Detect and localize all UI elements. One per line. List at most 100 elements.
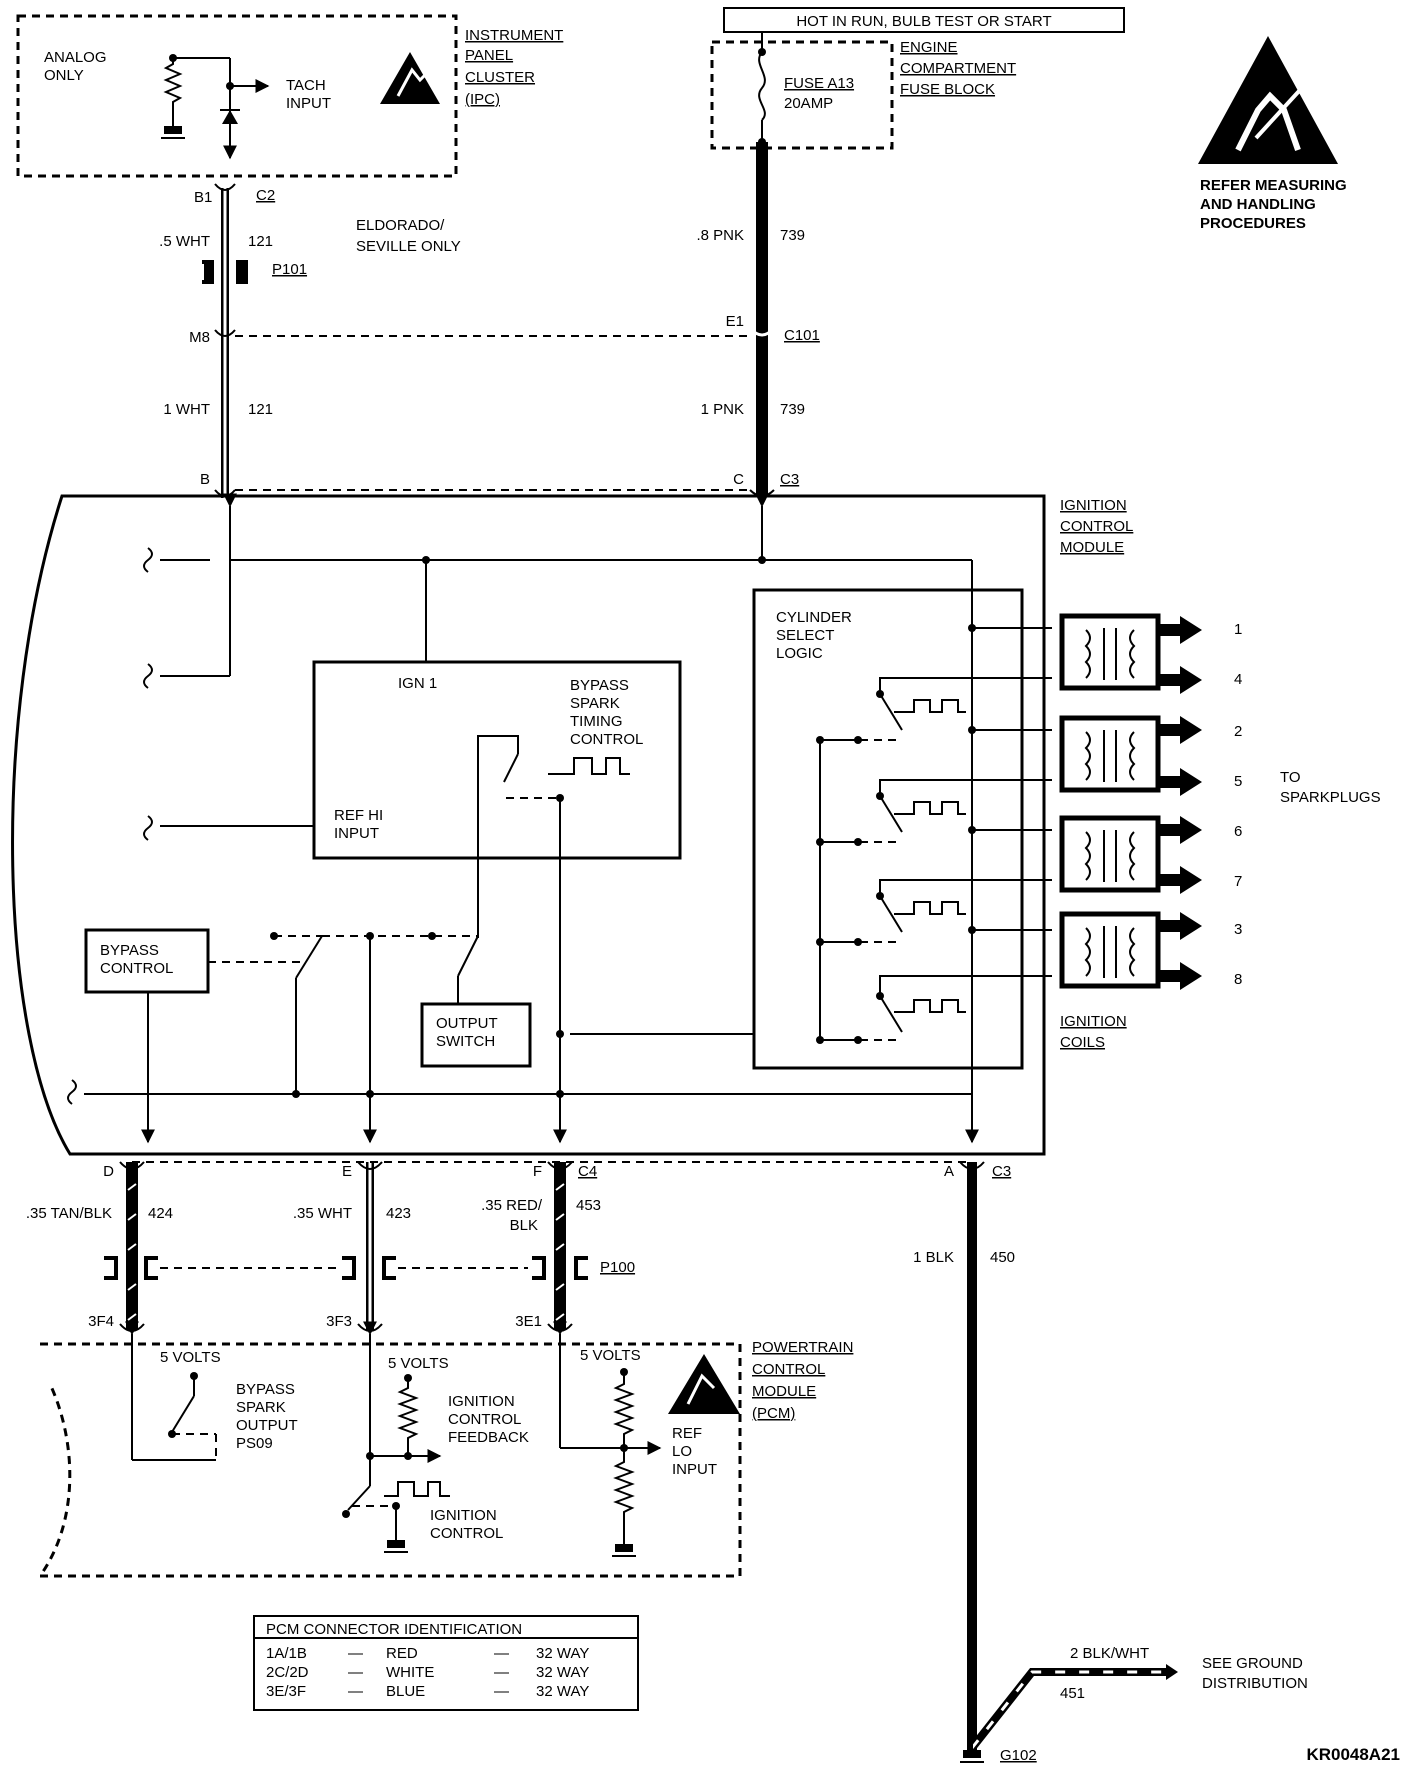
cylinder-7: 7	[1234, 873, 1242, 890]
ground-note-2: DISTRIBUTION	[1202, 1675, 1308, 1692]
row-3-dash2: —	[494, 1683, 509, 1700]
row-1-pins: 1A/1B	[266, 1645, 307, 1662]
connector-a: A	[944, 1163, 954, 1180]
ipc-analog-label-2: ONLY	[44, 67, 84, 84]
table-row: 2C/2D — WHITE — 32 WAY	[266, 1664, 589, 1681]
fuse-name: FUSE A13	[784, 75, 854, 92]
icm-name-1: IGNITION	[1060, 497, 1127, 514]
wire-450	[959, 1161, 985, 1752]
row-3-dash1: —	[348, 1683, 363, 1700]
esd-hand-icon	[1198, 36, 1338, 164]
wire-450-gauge: 1 BLK	[913, 1249, 954, 1266]
ipc-block: ANALOG ONLY TACH INPUT INSTRUMENT PANEL …	[16, 14, 563, 178]
row-3-ways: 32 WAY	[536, 1683, 589, 1700]
cylinder-3: 3	[1234, 921, 1242, 938]
row-2-dash2: —	[494, 1664, 509, 1681]
bypass-timing-3: TIMING	[570, 713, 623, 730]
pcm-5v-1: 5 VOLTS	[160, 1349, 221, 1366]
bypass-timing-2: SPARK	[570, 695, 620, 712]
ipc-name-1: INSTRUMENT	[465, 27, 563, 44]
connector-f: F	[533, 1163, 542, 1180]
hot-in-run-label: HOT IN RUN, BULB TEST OR START	[796, 13, 1051, 30]
row-3-color: BLUE	[386, 1683, 425, 1700]
bypass-timing-1: BYPASS	[570, 677, 629, 694]
ground-note-1: SEE GROUND	[1202, 1655, 1303, 1672]
connector-d: D	[103, 1163, 114, 1180]
esd-note-3: PROCEDURES	[1200, 215, 1306, 232]
connector-c4: C4	[578, 1163, 597, 1180]
wire-739-top-number: 739	[780, 227, 805, 244]
ref-lo-1: REF	[672, 1425, 702, 1442]
driver-switch-3	[816, 879, 1052, 946]
row-1-ways: 32 WAY	[536, 1645, 589, 1662]
fuse-block-name-1: ENGINE	[900, 39, 958, 56]
wire-453-number: 453	[576, 1197, 601, 1214]
ipc-name-3: CLUSTER	[465, 69, 535, 86]
wire-451-gauge: 2 BLK/WHT	[1070, 1645, 1149, 1662]
icm-name-2: CONTROL	[1060, 518, 1133, 535]
fuse-rating: 20AMP	[784, 95, 833, 112]
cylinder-6: 6	[1234, 823, 1242, 840]
connector-m8: M8	[189, 329, 210, 346]
wire-451-number: 451	[1060, 1685, 1085, 1702]
wire-424-number: 424	[148, 1205, 173, 1222]
wire-121-top-gauge: .5 WHT	[159, 233, 210, 250]
sparkplugs-1: TO	[1280, 769, 1301, 786]
connector-p100-shape	[104, 1256, 588, 1280]
coils-label-2: COILS	[1060, 1034, 1105, 1051]
wire-451	[968, 1664, 1178, 1751]
output-switch-1: OUTPUT	[436, 1015, 498, 1032]
connector-c2: C2	[256, 187, 275, 204]
fuse-block: HOT IN RUN, BULB TEST OR START FUSE A13 …	[710, 7, 1125, 150]
connector-c: C	[733, 471, 744, 488]
pcm-connector-table: PCM CONNECTOR IDENTIFICATION 1A/1B — RED…	[253, 1615, 639, 1711]
ref-lo-2: LO	[672, 1443, 692, 1460]
eldorado-note-2: SEVILLE ONLY	[356, 238, 461, 255]
coils-label-1: IGNITION	[1060, 1013, 1127, 1030]
wire-453-gauge-1: .35 RED/	[481, 1197, 543, 1214]
ipc-analog-label-1: ANALOG	[44, 49, 107, 66]
pin-3f3: 3F3	[326, 1313, 352, 1330]
fuse-block-name-2: COMPARTMENT	[900, 60, 1016, 77]
ipc-tach-label-1: TACH	[286, 77, 326, 94]
ipc-name-2: PANEL	[465, 47, 513, 64]
pcm-5v-2: 5 VOLTS	[388, 1355, 449, 1372]
driver-switch-2	[816, 779, 1052, 846]
cylinder-1: 1	[1234, 621, 1242, 638]
connector-c101: C101	[784, 327, 820, 344]
pcm-esd-icon	[668, 1354, 740, 1414]
wire-739	[748, 142, 776, 497]
coil-3-8	[1059, 911, 1161, 989]
wire-739-bot-number: 739	[780, 401, 805, 418]
row-1-dash1: —	[348, 1645, 363, 1662]
bypass-control-1: BYPASS	[100, 942, 159, 959]
driver-switch-4	[816, 975, 1052, 1044]
wire-453-gauge-2: BLK	[510, 1217, 538, 1234]
wire-121-top-number: 121	[248, 233, 273, 250]
fuse-block-name-3: FUSE BLOCK	[900, 81, 995, 98]
wire-121-top	[214, 183, 236, 498]
wire-450-number: 450	[990, 1249, 1015, 1266]
table-row: 3E/3F — BLUE — 32 WAY	[266, 1683, 589, 1700]
row-3-pins: 3E/3F	[266, 1683, 306, 1700]
pcm-5v-3: 5 VOLTS	[580, 1347, 641, 1364]
feedback-3: FEEDBACK	[448, 1429, 529, 1446]
row-2-dash1: —	[348, 1664, 363, 1681]
row-1-color: RED	[386, 1645, 418, 1662]
feedback-2: CONTROL	[448, 1411, 521, 1428]
ignition-coils: 1 4 2 5 6 7 3 8 TO SPARKPLUGS IGNITION C…	[1059, 613, 1381, 1051]
spark-output-arrows	[1160, 616, 1202, 990]
control-1: IGNITION	[430, 1507, 497, 1524]
connector-p100: P100	[600, 1259, 635, 1276]
bypass-output-1: BYPASS	[236, 1381, 295, 1398]
esd-note-1: REFER MEASURING	[1200, 177, 1347, 194]
wire-739-bot-gauge: 1 PNK	[701, 401, 744, 418]
pcm-name-4: (PCM)	[752, 1405, 795, 1422]
connector-p101-shape	[202, 260, 248, 284]
wire-424-gauge: .35 TAN/BLK	[26, 1205, 112, 1222]
wire-423-gauge: .35 WHT	[293, 1205, 352, 1222]
bypass-output-4: PS09	[236, 1435, 273, 1452]
connector-e1: E1	[726, 313, 744, 330]
esd-note: REFER MEASURING AND HANDLING PROCEDURES	[1198, 36, 1347, 232]
